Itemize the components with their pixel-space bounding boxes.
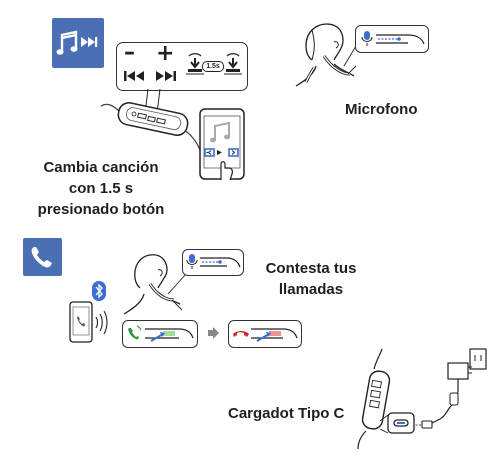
end-call-callout (228, 320, 302, 348)
smartphone-ringing-illustration (69, 301, 111, 345)
call-caption: Contesta tus llamadas (256, 258, 366, 300)
call-caption-line-2: llamadas (278, 281, 344, 298)
previous-track-icon (124, 70, 146, 82)
music-caption-line-3: presionado botón (37, 201, 165, 218)
charge-caption: Cargadot Tipo C (228, 405, 345, 422)
press-button-icon (186, 52, 204, 76)
person-neckband-call-illustration (123, 248, 194, 318)
usb-c-charging-illustration (352, 345, 492, 450)
volume-up-label: + (156, 41, 175, 66)
mic-callout (355, 25, 429, 53)
phone-music-player (199, 108, 245, 181)
button-callout (116, 42, 248, 91)
person-neckband-illustration (294, 16, 374, 96)
release-button-icon (224, 52, 242, 76)
bluetooth-icon (92, 281, 106, 301)
remote-control-illustration (96, 84, 206, 154)
next-track-icon (155, 70, 177, 82)
volume-down-label: – (124, 40, 135, 65)
mic-caption: Microfono (345, 101, 418, 118)
music-caption-line-2: con 1.5 s (68, 180, 134, 197)
call-mic-callout (182, 249, 244, 276)
answer-call-callout (122, 320, 198, 348)
phone-tile-icon (23, 238, 62, 276)
music-caption: Cambia canción con 1.5 s presionado botó… (28, 157, 174, 220)
hold-duration-text: 1.5s (206, 63, 220, 70)
hold-duration-badge: 1.5s (202, 61, 224, 72)
call-caption-line-1: Contesta tus (265, 260, 357, 277)
music-caption-line-1: Cambia canción (43, 159, 159, 176)
music-tile-icon (52, 18, 104, 68)
next-step-arrow-icon (207, 327, 219, 339)
